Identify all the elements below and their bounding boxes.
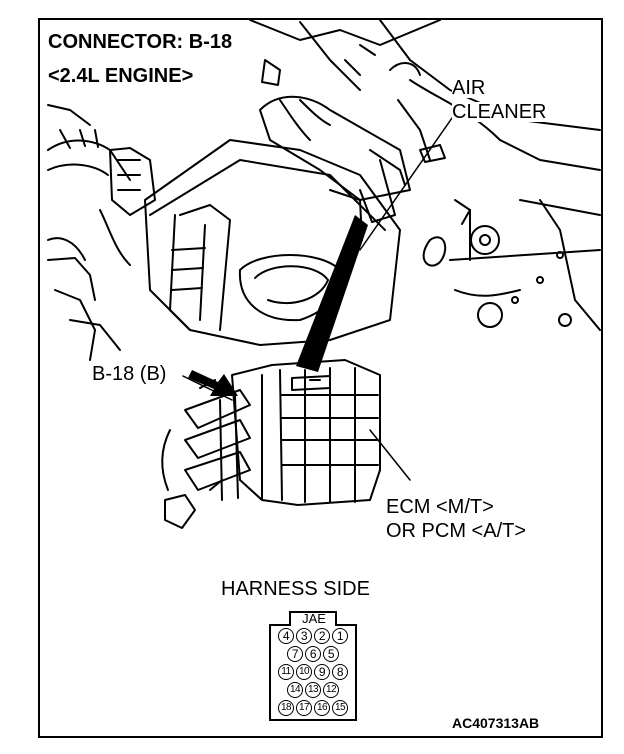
connector-title: CONNECTOR: B-18 bbox=[44, 30, 237, 54]
pin-8: 8 bbox=[332, 664, 348, 680]
connector-standard-label: JAE bbox=[302, 611, 326, 626]
air-cleaner-label-line1: AIR bbox=[452, 77, 486, 99]
pin-14: 14 bbox=[287, 682, 303, 698]
pin-6: 6 bbox=[305, 646, 321, 662]
pin-13: 13 bbox=[305, 682, 321, 698]
ecm-label-line1: ECM <M/T> bbox=[386, 496, 494, 518]
air-cleaner-label-line2: CLEANER bbox=[452, 101, 547, 123]
pin-1: 1 bbox=[332, 628, 348, 644]
figure-frame bbox=[38, 18, 603, 738]
engine-title: <2.4L ENGINE> bbox=[44, 64, 198, 88]
pin-12: 12 bbox=[323, 682, 339, 698]
harness-connector-diagram bbox=[269, 611, 357, 721]
pin-7: 7 bbox=[287, 646, 303, 662]
connector-ref-label: B-18 (B) bbox=[92, 363, 167, 385]
pin-9: 9 bbox=[314, 664, 330, 680]
pin-10: 10 bbox=[296, 664, 312, 680]
figure-code: AC407313AB bbox=[452, 715, 540, 731]
ecm-location-pointer bbox=[296, 215, 368, 372]
pin-3: 3 bbox=[296, 628, 312, 644]
pin-4: 4 bbox=[278, 628, 294, 644]
harness-side-label: HARNESS SIDE bbox=[221, 578, 370, 600]
pin-5: 5 bbox=[323, 646, 339, 662]
pin-16: 16 bbox=[314, 700, 330, 716]
connector-arrow bbox=[188, 370, 238, 396]
pin-11: 11 bbox=[278, 664, 294, 680]
pin-2: 2 bbox=[314, 628, 330, 644]
pin-17: 17 bbox=[296, 700, 312, 716]
pin-15: 15 bbox=[332, 700, 348, 716]
pin-18: 18 bbox=[278, 700, 294, 716]
ecm-label-line2: OR PCM <A/T> bbox=[386, 520, 527, 542]
